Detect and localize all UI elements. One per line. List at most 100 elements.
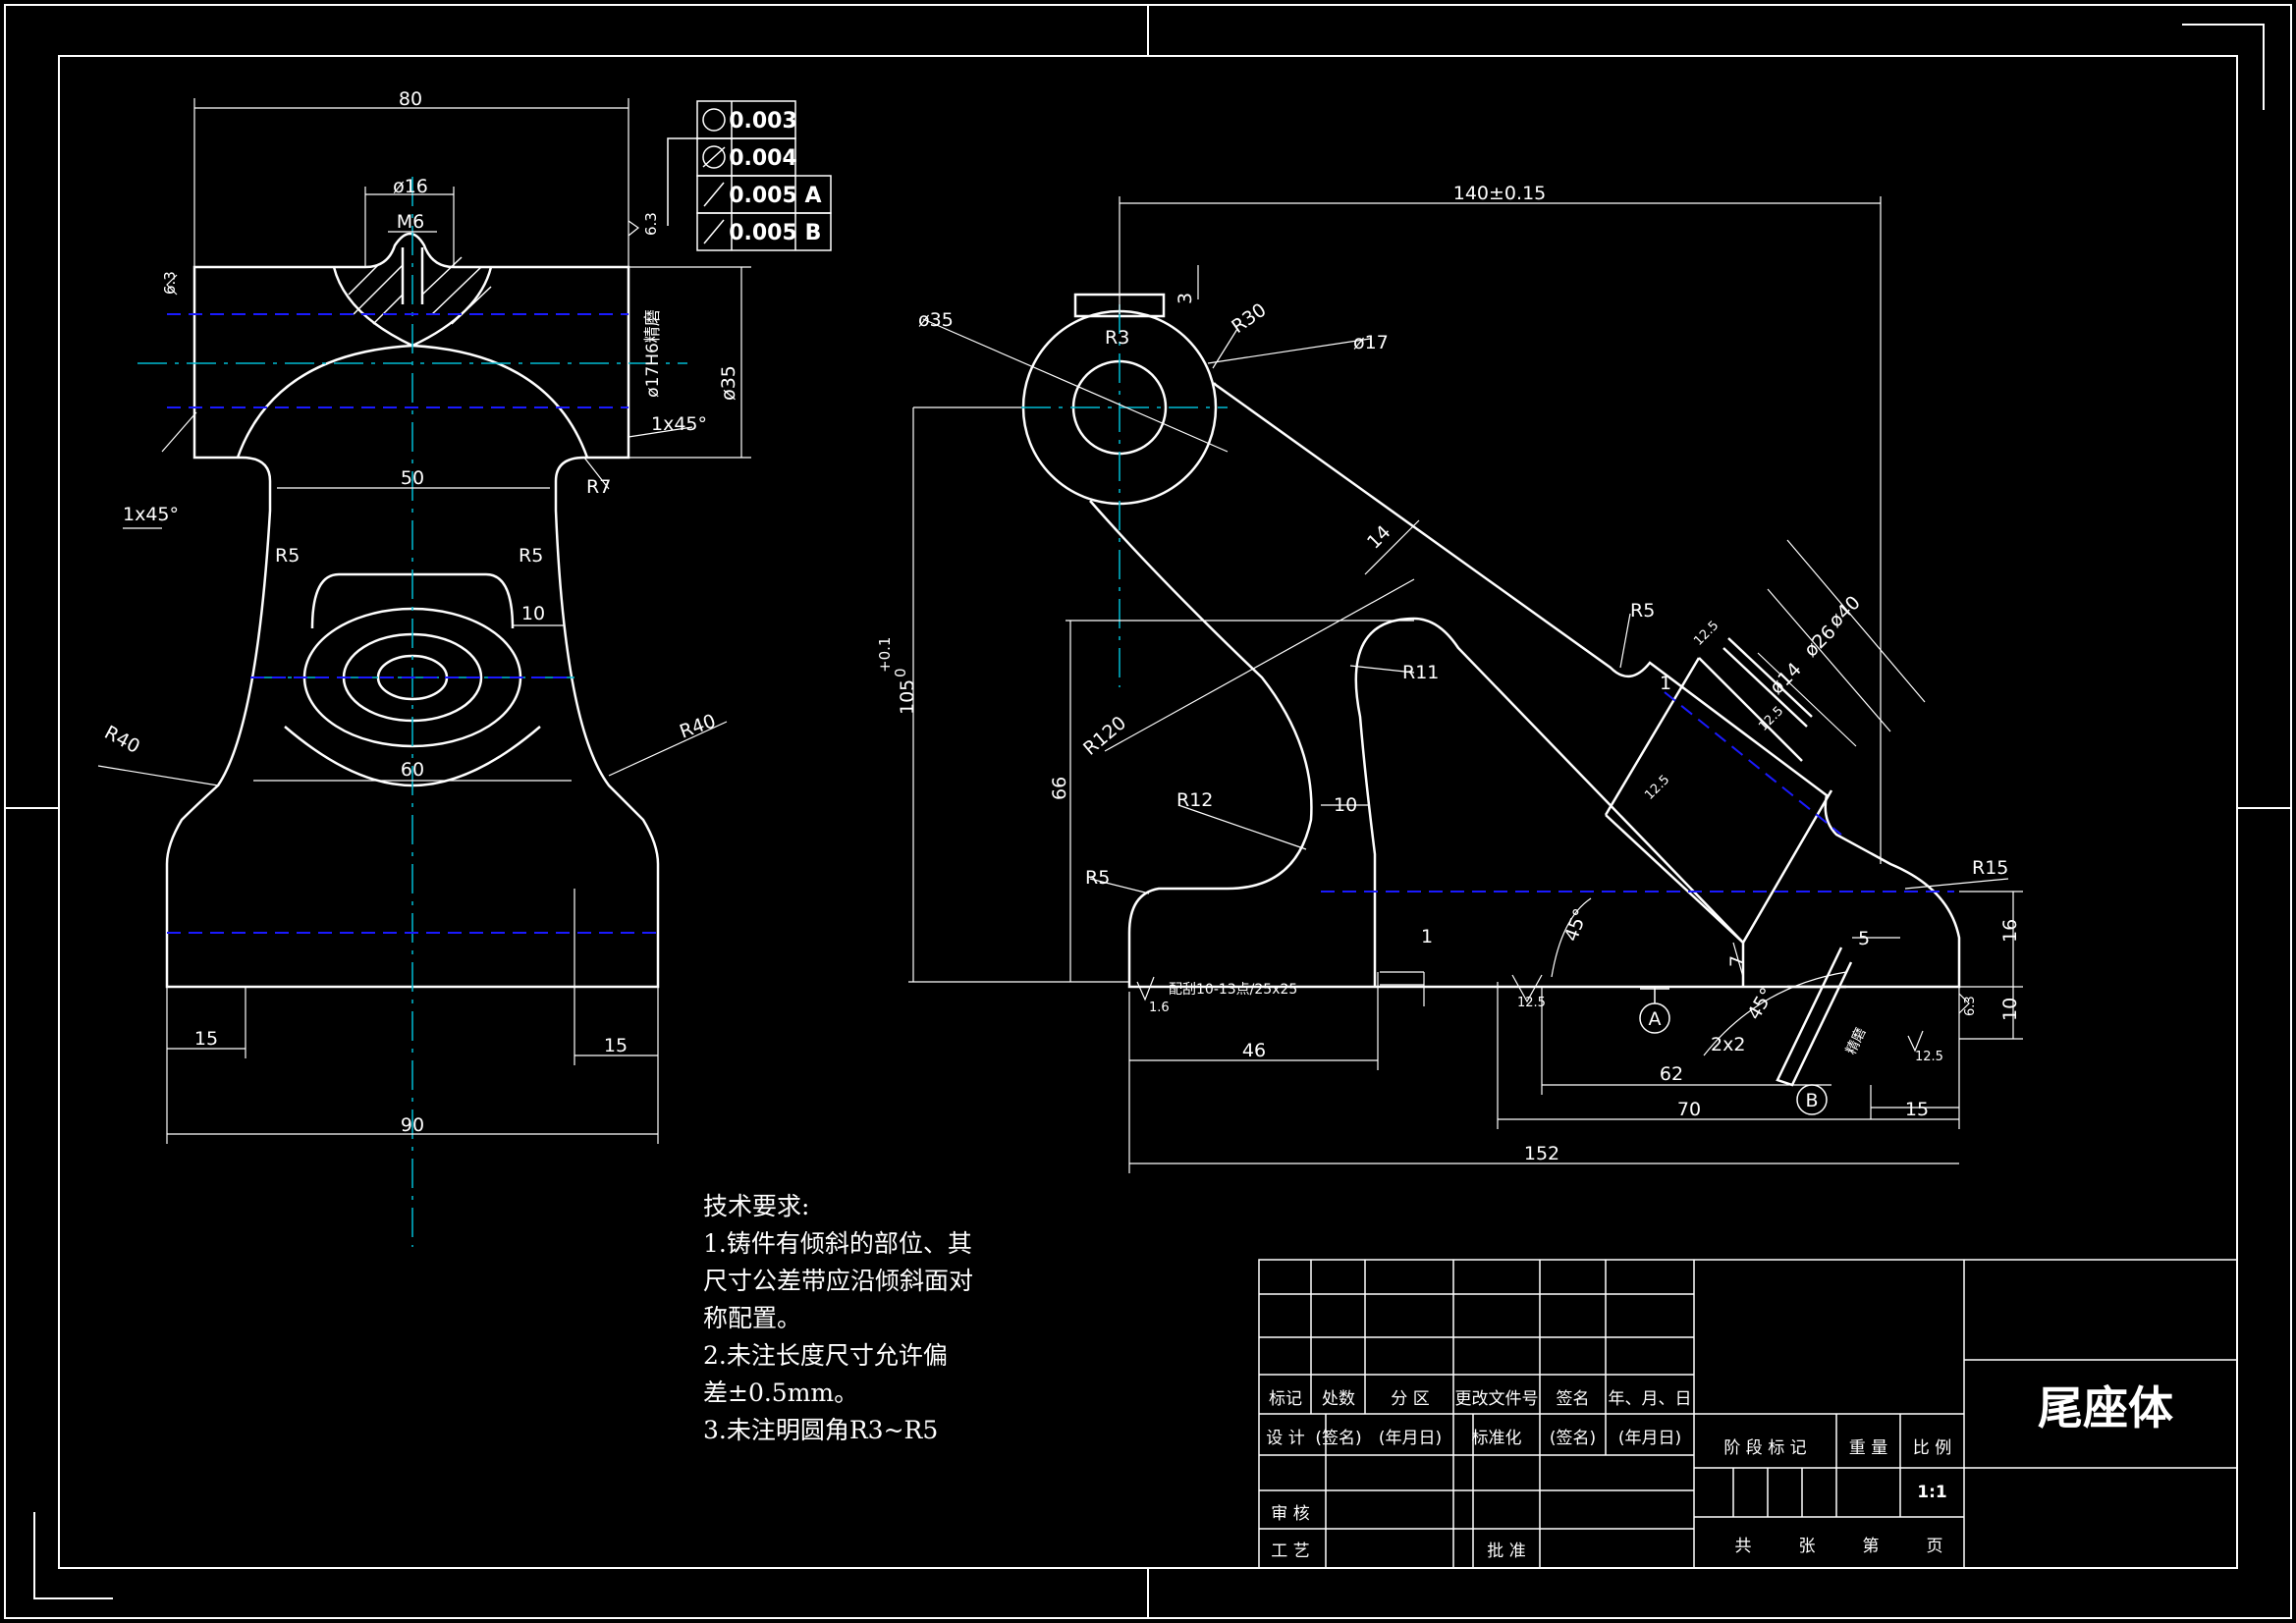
dim-70: 70 bbox=[1677, 1099, 1701, 1120]
drawing-title: 尾座体 bbox=[2038, 1381, 2173, 1434]
notes-heading: 技术要求: bbox=[703, 1192, 810, 1220]
tb-change-doc: 更改文件号 bbox=[1454, 1389, 1539, 1409]
tol-datum-a: A bbox=[804, 184, 821, 208]
dim-r11: R11 bbox=[1402, 662, 1439, 683]
tol-datum-b: B bbox=[805, 221, 822, 245]
dim-side-phi17: ø17 bbox=[1353, 332, 1389, 353]
tolerance-frame bbox=[667, 100, 832, 251]
side-view-centerlines bbox=[1021, 304, 1228, 687]
dim-fit: ø17H6精磨 bbox=[643, 309, 663, 398]
tb-approve: 批 准 bbox=[1487, 1542, 1526, 1561]
dim-phi40: ø40 bbox=[1825, 592, 1865, 632]
dim-46: 46 bbox=[1242, 1040, 1266, 1061]
dim-side-r5b: R5 bbox=[1085, 867, 1110, 889]
title-block-grid bbox=[1258, 1259, 2238, 1569]
tb-number: 第 bbox=[1862, 1537, 1880, 1556]
tb-mark: 标记 bbox=[1269, 1389, 1302, 1409]
dim-side-10: 10 bbox=[1334, 794, 1357, 816]
tb-zone: 分 区 bbox=[1391, 1389, 1430, 1409]
dim-105-lower: 0 bbox=[892, 668, 909, 677]
border bbox=[4, 4, 2292, 1619]
dim-side-r5: R5 bbox=[1630, 600, 1655, 622]
dim-7: 7 bbox=[1726, 955, 1748, 967]
tolerance-values: 0.003 0.004 0.005 0.005 A B bbox=[729, 109, 821, 245]
tol-value-4: 0.005 bbox=[729, 221, 797, 245]
dim-10: 10 bbox=[521, 603, 545, 624]
dim-152: 152 bbox=[1524, 1143, 1559, 1164]
rough-125-b: 12.5 bbox=[1915, 1050, 1943, 1064]
tb-stage: 阶 段 标 记 bbox=[1723, 1438, 1807, 1458]
tol-value-2: 0.004 bbox=[729, 146, 797, 171]
scrape-note: 配刮10-13点/25x25 bbox=[1169, 982, 1297, 998]
tb-count: 处数 bbox=[1322, 1389, 1355, 1409]
dim-r7: R7 bbox=[586, 476, 611, 498]
tb-scale: 比 例 bbox=[1912, 1438, 1952, 1458]
roughness-symbols bbox=[166, 220, 1970, 1053]
tb-sign-2: (签名) bbox=[1549, 1429, 1597, 1448]
dim-3: 3 bbox=[1175, 293, 1196, 304]
side-view-labels: 140±0.15 ø35 R3 3 R30 ø17 14 R5 ø40 ø26 … bbox=[876, 183, 2021, 1164]
dim-80: 80 bbox=[399, 88, 422, 110]
tol-value-1: 0.003 bbox=[729, 109, 797, 134]
dim-r40-left: R40 bbox=[101, 722, 143, 758]
dim-16: 16 bbox=[1999, 919, 2021, 943]
front-view-centerlines bbox=[137, 177, 687, 1247]
rough-right: 6.3 bbox=[642, 212, 660, 236]
tb-process: 工 艺 bbox=[1271, 1542, 1310, 1561]
grind-note: 精磨 bbox=[1843, 1026, 1869, 1057]
side-view-dimlines bbox=[908, 196, 2023, 1173]
dim-16: ø16 bbox=[393, 176, 428, 197]
note-line-3: 称配置。 bbox=[703, 1304, 802, 1332]
dim-45-left: 45° bbox=[1560, 906, 1592, 945]
dim-r15: R15 bbox=[1972, 857, 2008, 879]
rough-125-e: 12.5 bbox=[1642, 773, 1672, 803]
tb-weight: 重 量 bbox=[1848, 1438, 1888, 1458]
dim-2x2: 2x2 bbox=[1711, 1034, 1745, 1055]
tb-design: 设 计 bbox=[1266, 1429, 1305, 1448]
dim-5: 5 bbox=[1858, 928, 1870, 949]
dim-45-right: 45° bbox=[1743, 984, 1778, 1023]
dim-r12: R12 bbox=[1176, 789, 1213, 811]
front-view-dimlines bbox=[97, 98, 751, 1144]
rough-16: 1.6 bbox=[1149, 1001, 1170, 1015]
dim-chamfer-right: 1x45° bbox=[651, 413, 707, 435]
tb-signature: 签名 bbox=[1556, 1389, 1590, 1409]
front-view-labels: 80 ø16 M6 50 60 90 15 15 10 R5 R5 R7 R40… bbox=[101, 88, 739, 1136]
rough-125-c: 12.5 bbox=[1691, 619, 1722, 649]
dim-62: 62 bbox=[1660, 1063, 1683, 1085]
tb-scale-value: 1:1 bbox=[1917, 1483, 1947, 1502]
side-view-datums bbox=[1639, 987, 1828, 1115]
rough-125-a: 12.5 bbox=[1517, 996, 1546, 1010]
note-line-5: 差±0.5mm。 bbox=[703, 1379, 859, 1407]
dim-1-left: 1 bbox=[1421, 926, 1433, 947]
side-view bbox=[1021, 293, 1961, 1087]
datum-b-label: B bbox=[1805, 1090, 1818, 1111]
dim-side-10b: 10 bbox=[1999, 998, 2021, 1021]
dim-r5-left: R5 bbox=[275, 545, 300, 567]
tol-value-3: 0.005 bbox=[729, 184, 797, 208]
tb-sheet: 张 bbox=[1798, 1537, 1816, 1556]
tb-date-1: (年月日) bbox=[1378, 1429, 1443, 1448]
side-view-arcs bbox=[1551, 897, 1847, 1056]
dim-15-left: 15 bbox=[194, 1028, 218, 1050]
dim-90: 90 bbox=[401, 1114, 424, 1136]
note-line-6: 3.未注明圆角R3~R5 bbox=[703, 1416, 939, 1444]
tb-sign-1: (签名) bbox=[1315, 1429, 1362, 1448]
dim-50: 50 bbox=[401, 467, 424, 489]
tb-standard: 标准化 bbox=[1471, 1429, 1522, 1448]
tb-total: 共 bbox=[1734, 1537, 1752, 1556]
dim-1-right: 1 bbox=[1660, 673, 1671, 694]
dim-140: 140±0.15 bbox=[1453, 183, 1547, 204]
dim-r3: R3 bbox=[1105, 327, 1129, 349]
dim-phi35: ø35 bbox=[718, 365, 739, 401]
dim-15-right: 15 bbox=[604, 1035, 628, 1056]
dim-r120: R120 bbox=[1079, 712, 1130, 760]
tb-date: 年、月、日 bbox=[1608, 1389, 1692, 1409]
rough-left: 6.3 bbox=[161, 271, 179, 295]
note-line-2: 尺寸公差带应沿倾斜面对 bbox=[703, 1267, 974, 1295]
note-line-1: 1.铸件有倾斜的部位、其 bbox=[703, 1229, 972, 1258]
tb-review: 审 核 bbox=[1271, 1504, 1310, 1524]
dim-r30: R30 bbox=[1228, 299, 1270, 338]
dim-60: 60 bbox=[401, 759, 424, 781]
front-view-hatch bbox=[348, 256, 492, 325]
